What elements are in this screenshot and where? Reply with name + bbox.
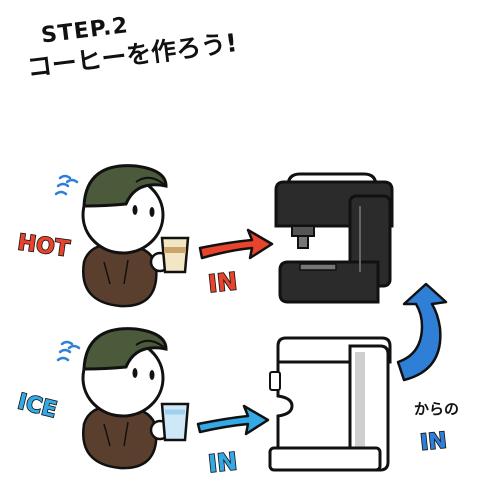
- ice-label-text: ICE: [15, 389, 59, 423]
- iced-drink-cup-icon: [160, 402, 190, 442]
- ice-label: ICE: [14, 389, 60, 424]
- espresso-machine-white: [268, 336, 392, 472]
- hot-in-label: IN: [207, 267, 239, 298]
- sweat-marks-icon: [56, 340, 81, 362]
- ice-in-label: IN: [207, 447, 239, 478]
- ice-arrow-icon: [196, 404, 270, 436]
- empty-cycle-caption: からの: [414, 400, 459, 418]
- hot-label-text: HOT: [16, 230, 71, 262]
- barista-hot: [81, 164, 171, 308]
- hot-label: HOT: [15, 230, 72, 264]
- cycle-arrow-icon: [396, 282, 448, 382]
- empty-cycle-in-label: IN: [419, 428, 448, 456]
- hot-arrow-icon: [198, 228, 274, 260]
- sweat-marks-icon: [54, 174, 79, 196]
- barista-ice: [81, 327, 171, 470]
- espresso-machine-dark: [274, 172, 394, 304]
- hot-coffee-cup-icon: [160, 236, 190, 274]
